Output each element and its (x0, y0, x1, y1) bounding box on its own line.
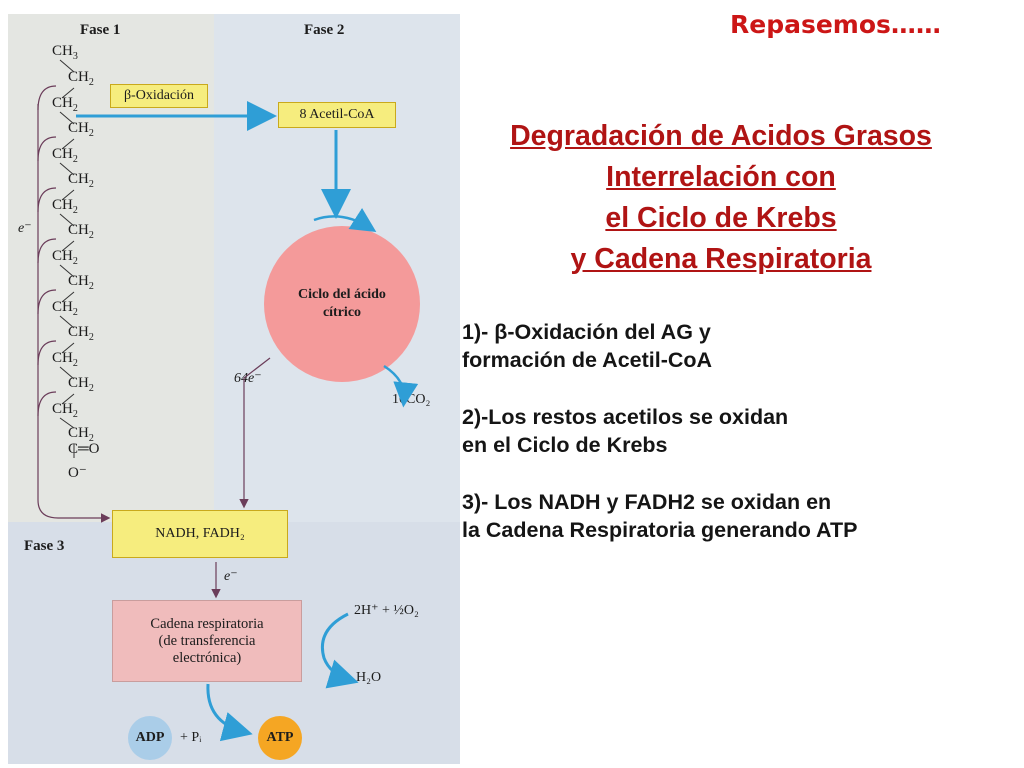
chain-carbon: CH2 (68, 222, 94, 242)
chain-carbon: CH2 (52, 350, 78, 370)
cycle-arc-top (313, 208, 377, 233)
electrons-64-label: 64e⁻ (234, 371, 262, 386)
chain-carbon: CH2 (52, 146, 78, 166)
chain-carbon-ch3: CH3 (52, 43, 78, 63)
atp-molecule: ATP (258, 716, 302, 760)
chain-carbon: CH2 (52, 95, 78, 115)
citric-acid-cycle: Ciclo del ácido cítrico (264, 226, 420, 382)
chain-carbon: CH2 (68, 69, 94, 89)
point-2-line-1: 2)-Los restos acetilos se oxidan (462, 405, 789, 429)
cycle-label-line2: cítrico (322, 305, 362, 320)
cycle-label-line1: Ciclo del ácido (298, 287, 386, 302)
acetyl-coa-box: 8 Acetil-CoA (278, 102, 396, 128)
phase3-label: Fase 3 (24, 538, 65, 554)
beta-oxidation-box: β-Oxidación (110, 84, 208, 108)
title-line-2: Interrelación con (606, 161, 836, 193)
chain-carbon: CH2 (68, 120, 94, 140)
chain-carbon: CH2 (68, 324, 94, 344)
point-3-line-1: 3)- Los NADH y FADH2 se oxidan en (462, 490, 832, 514)
repasemos-heading: Repasemos…… (730, 10, 941, 39)
adp-molecule: ADP (128, 716, 172, 760)
respiratory-chain-line3: electrónica) (172, 649, 242, 666)
chain-carbon: CH2 (68, 425, 94, 445)
slide-title: Degradación de Acidos Grasos Interrelaci… (462, 116, 980, 280)
arrow-adp-to-atp (206, 683, 253, 742)
chain-carboxylate-oxygen: O⁻ (68, 465, 87, 481)
chain-carbon: CH2 (52, 401, 78, 421)
summary-point-1: 1)- β-Oxidación del AG y formación de Ac… (462, 318, 1022, 374)
electrons-left-label: e⁻ (18, 221, 32, 236)
chain-bonds (59, 59, 75, 458)
point-3-line-2: la Cadena Respiratoria generando ATP (462, 518, 858, 542)
figure-arrows (37, 59, 419, 742)
arrow-to-co2 (383, 364, 419, 408)
chain-carbon: CH2 (68, 171, 94, 191)
summary-point-2: 2)-Los restos acetilos se oxidan en el C… (462, 403, 1022, 459)
nadh-fadh2-box: NADH, FADH₂ (112, 510, 288, 558)
respiratory-chain-box: Cadena respiratoria (de transferencia el… (112, 600, 302, 682)
title-line-4: y Cadena Respiratoria (570, 243, 872, 275)
electrons-down-label: e⁻ (224, 569, 238, 584)
title-line-1: Degradación de Acidos Grasos (510, 120, 932, 152)
oxygen-label: 2H⁺ + ½O₂ (354, 603, 419, 618)
phase1-label: Fase 1 (80, 22, 121, 38)
summary-points: 1)- β-Oxidación del AG y formación de Ac… (462, 318, 1022, 573)
chain-carbon: CH2 (52, 299, 78, 319)
arrow-oxygen-to-water (321, 612, 359, 689)
point-1-line-1: 1)- β-Oxidación del AG y (462, 320, 711, 344)
summary-point-3: 3)- Los NADH y FADH2 se oxidan en la Cad… (462, 488, 1022, 544)
plus-pi-label: + Pᵢ (180, 730, 202, 745)
phase2-label: Fase 2 (304, 22, 345, 38)
chain-carbon: CH2 (52, 248, 78, 268)
respiratory-chain-line2: (de transferencia (158, 632, 256, 649)
arrow-64e (239, 357, 271, 509)
respiratory-chain-line1: Cadena respiratoria (150, 615, 264, 632)
water-label: H₂O (356, 670, 382, 685)
electron-brackets (37, 85, 111, 523)
chain-carbon: CH2 (52, 197, 78, 217)
metabolism-figure: Fase 1 Fase 2 Fase 3 CH3 CH2 CH2 CH2 CH2… (8, 14, 460, 764)
chain-carbonyl: C═O (68, 441, 100, 457)
title-line-3: el Ciclo de Krebs (605, 202, 837, 234)
chain-carbon: CH2 (68, 375, 94, 395)
chain-carbon: CH2 (68, 273, 94, 293)
point-2-line-2: en el Ciclo de Krebs (462, 433, 668, 457)
point-1-line-2: formación de Acetil-CoA (462, 348, 713, 372)
